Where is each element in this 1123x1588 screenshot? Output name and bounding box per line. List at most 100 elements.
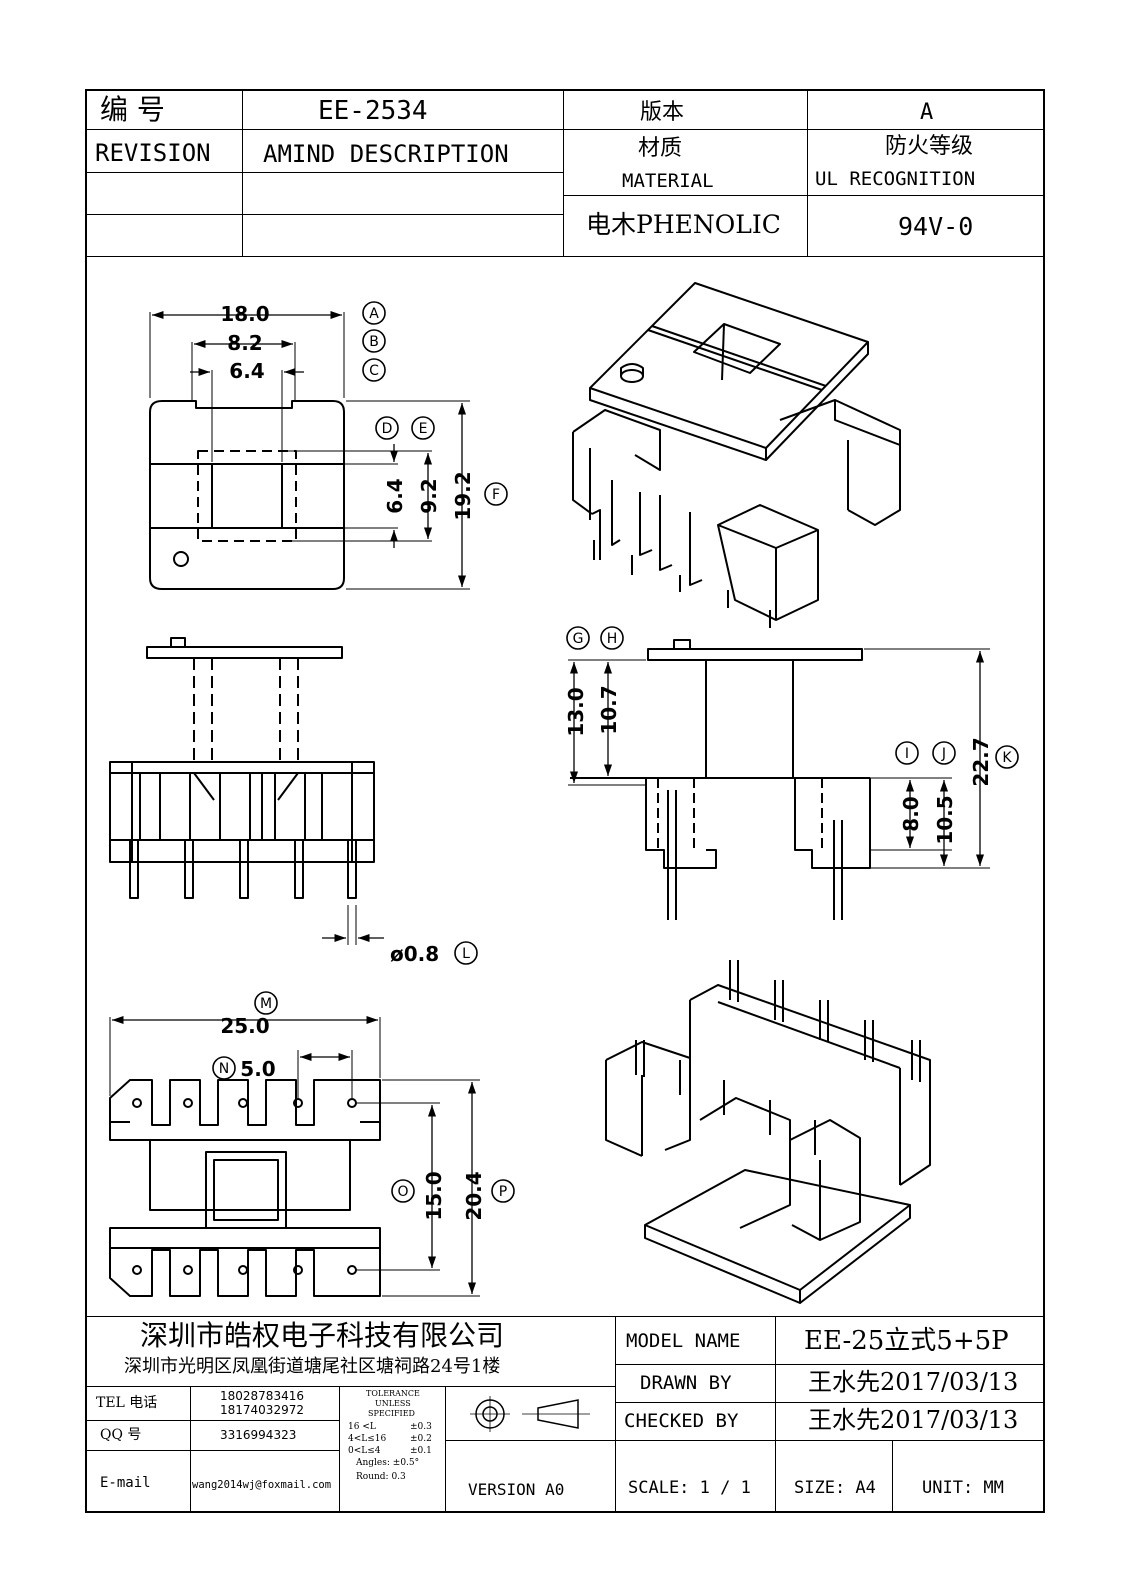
footer-rule — [85, 1386, 615, 1387]
checked-by-value: 王水先2017/03/13 — [808, 1406, 1019, 1434]
drawn-by-label: DRAWN BY — [640, 1372, 732, 1394]
drawing-frame — [85, 89, 1045, 1513]
model-name-label: MODEL NAME — [626, 1330, 741, 1352]
dim-20-4: 20.4 — [462, 1171, 486, 1220]
dim-10-7: 10.7 — [597, 685, 621, 734]
footer-rule — [892, 1440, 893, 1513]
tolerance-range: 16 <L — [348, 1422, 376, 1432]
balloon-l: L — [462, 946, 470, 962]
bottom-view — [109, 1015, 480, 1297]
tolerance-angles: Angles: ±0.5° — [356, 1458, 420, 1468]
balloon-d: D — [382, 421, 393, 437]
top-view — [149, 310, 470, 590]
footer-rule — [339, 1386, 340, 1513]
fire-label-en: UL RECOGNITION — [815, 168, 976, 190]
company-name: 深圳市皓权电子科技有限公司 — [140, 1319, 505, 1352]
version-label: VERSION A0 — [468, 1480, 565, 1499]
tolerance-range: 0<L≤4 — [348, 1446, 381, 1456]
tel-value-1: 18028783416 — [220, 1389, 304, 1403]
dim-10-5: 10.5 — [933, 795, 957, 844]
dim-6-4-vertical: 6.4 — [383, 478, 407, 513]
balloon-j: J — [941, 746, 946, 762]
material-label-en: MATERIAL — [622, 170, 714, 192]
balloon-f: F — [492, 487, 500, 503]
tolerance-title: TOLERANCE — [366, 1389, 420, 1398]
version-label: 版本 — [640, 100, 685, 125]
version-value: A — [920, 100, 934, 125]
part-number: EE-2534 — [318, 96, 428, 126]
header-rule — [85, 214, 563, 215]
header-rule — [85, 256, 1045, 257]
footer-rule — [615, 1316, 616, 1513]
balloon-p: P — [499, 1184, 507, 1200]
fire-label-cn: 防火等级 — [885, 134, 974, 159]
balloon-k: K — [1002, 750, 1012, 766]
footer-rule — [85, 1450, 339, 1451]
dim-5-0: 5.0 — [240, 1057, 275, 1081]
balloon-circles — [212, 301, 1019, 1203]
dim-8-0: 8.0 — [899, 796, 923, 831]
isometric-view-top — [572, 282, 901, 628]
revision-label: REVISION — [95, 139, 211, 167]
dim-25-0: 25.0 — [220, 1014, 269, 1038]
header-rule — [807, 89, 808, 256]
size-label: SIZE: A4 — [794, 1478, 876, 1498]
tolerance-round: Round: 0.3 — [356, 1472, 406, 1482]
tel-value-2: 18174032972 — [220, 1403, 304, 1417]
balloon-n: N — [219, 1061, 229, 1077]
header-rule — [242, 89, 243, 256]
email-value: wang2014wj@foxmail.com — [192, 1479, 332, 1491]
tolerance-value: ±0.1 — [410, 1446, 432, 1456]
dim-22-7: 22.7 — [969, 737, 993, 786]
tolerance-subtitle: UNLESS — [375, 1399, 411, 1408]
balloon-a: A — [369, 306, 379, 322]
footer-rule — [615, 1402, 1045, 1403]
footer-rule — [445, 1440, 615, 1441]
fire-rating-value: 94V-0 — [898, 212, 974, 241]
balloon-m: M — [260, 996, 272, 1012]
footer-rule — [615, 1440, 1045, 1441]
footer-rule — [85, 1420, 339, 1421]
tolerance-value: ±0.3 — [410, 1422, 432, 1432]
balloon-c: C — [369, 363, 379, 379]
dim-18: 18.0 — [220, 302, 269, 326]
header-rule — [563, 89, 564, 256]
footer-rule — [775, 1316, 776, 1513]
amend-label: AMIND DESCRIPTION — [263, 140, 509, 168]
footer-rule — [445, 1386, 446, 1513]
header-rule — [563, 195, 1045, 196]
isometric-view-bottom — [605, 960, 931, 1304]
dim-13-0: 13.0 — [564, 687, 588, 736]
dim-6-4: 6.4 — [229, 359, 264, 383]
balloon-g: G — [573, 631, 584, 647]
balloon-o: O — [397, 1184, 408, 1200]
tolerance-range: 4<L≤16 — [348, 1434, 387, 1444]
material-value: 电木PHENOLIC — [586, 210, 781, 239]
footer-rule — [85, 1316, 1045, 1317]
header-rule — [85, 129, 1045, 130]
dim-pin-diameter: ø0.8 — [390, 942, 439, 966]
dim-9-2: 9.2 — [417, 478, 441, 513]
footer-rule — [190, 1386, 191, 1513]
balloon-e: E — [419, 421, 428, 437]
email-label: E-mail — [100, 1475, 151, 1491]
dim-19-2: 19.2 — [451, 471, 475, 520]
model-name-value: EE-25立式5+5P — [804, 1326, 1009, 1356]
header-rule — [85, 172, 563, 173]
side-view — [568, 639, 990, 920]
tolerance-value: ±0.2 — [410, 1434, 432, 1444]
dim-15-0: 15.0 — [422, 1171, 446, 1220]
checked-by-label: CHECKED BY — [624, 1410, 739, 1432]
scale-label: SCALE: 1 / 1 — [628, 1478, 751, 1498]
tel-label: TEL 电话 — [96, 1395, 158, 1411]
footer-rule — [615, 1364, 1045, 1365]
company-address: 深圳市光明区凤凰街道塘尾社区塘祠路24号1楼 — [124, 1356, 501, 1377]
balloon-b: B — [369, 334, 379, 350]
drawn-by-value: 王水先2017/03/13 — [808, 1368, 1019, 1396]
front-view — [109, 637, 384, 945]
projection-symbol-icon — [470, 1396, 590, 1432]
qq-label: QQ 号 — [100, 1427, 142, 1443]
unit-label: UNIT: MM — [922, 1478, 1004, 1498]
number-label: 编 号 — [100, 93, 165, 126]
